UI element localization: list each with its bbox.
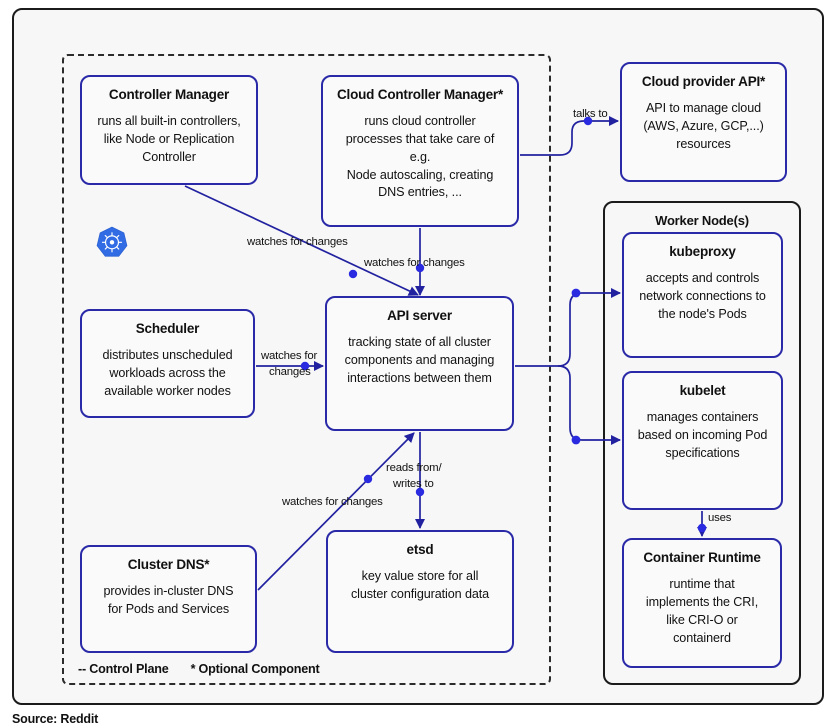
node-title: Controller Manager: [108, 87, 230, 102]
node-description: provides in-cluster DNS for Pods and Ser…: [103, 583, 234, 616]
node-title: etsd: [406, 542, 434, 557]
node-title: Cloud Controller Manager*: [336, 87, 503, 102]
node-cluster-dns[interactable]: Cluster DNS* provides in-cluster DNS for…: [80, 545, 257, 653]
legend-optional-component: * Optional Component: [190, 662, 320, 676]
node-cloud-controller-manager[interactable]: Cloud Controller Manager* runs cloud con…: [321, 75, 519, 227]
control-plane-boundary: [62, 54, 551, 685]
kubernetes-logo: [95, 226, 129, 260]
node-api-server[interactable]: API server tracking state of all cluster…: [325, 296, 514, 431]
node-title: Container Runtime: [643, 550, 761, 565]
worker-node-title: Worker Node(s): [655, 213, 749, 228]
node-scheduler[interactable]: Scheduler distributes unscheduled worklo…: [80, 309, 255, 418]
node-title: kubelet: [679, 383, 726, 398]
node-title: Scheduler: [135, 321, 200, 336]
node-title: Cluster DNS*: [127, 557, 210, 572]
legend: -- Control Plane * Optional Component: [78, 662, 320, 676]
node-description: key value store for all cluster configur…: [350, 568, 490, 601]
node-controller-manager[interactable]: Controller Manager runs all built-in con…: [80, 75, 258, 185]
node-description: accepts and controls network connections…: [639, 270, 766, 321]
node-etcd[interactable]: etsd key value store for all cluster con…: [326, 530, 514, 653]
source-caption: Source: Reddit: [12, 712, 99, 726]
node-kubeproxy[interactable]: kubeproxy accepts and controls network c…: [622, 232, 783, 358]
node-title: Cloud provider API*: [641, 74, 766, 89]
node-title: kubeproxy: [669, 244, 736, 259]
node-description: manages containers based on incoming Pod…: [637, 409, 768, 460]
node-description: runs all built-in controllers, like Node…: [97, 113, 241, 164]
node-description: tracking state of all cluster components…: [344, 334, 495, 385]
node-description: runs cloud controller processes that tak…: [345, 113, 495, 200]
node-title: API server: [387, 308, 452, 323]
node-cloud-provider-api[interactable]: Cloud provider API* API to manage cloud …: [620, 62, 787, 182]
legend-control-plane: -- Control Plane: [78, 662, 169, 676]
node-description: runtime that implements the CRI, like CR…: [645, 576, 759, 645]
node-description: API to manage cloud (AWS, Azure, GCP,...…: [643, 100, 764, 151]
node-description: distributes unscheduled workloads across…: [102, 347, 233, 398]
node-container-runtime[interactable]: Container Runtime runtime that implement…: [622, 538, 782, 668]
node-kubelet[interactable]: kubelet manages containers based on inco…: [622, 371, 783, 510]
